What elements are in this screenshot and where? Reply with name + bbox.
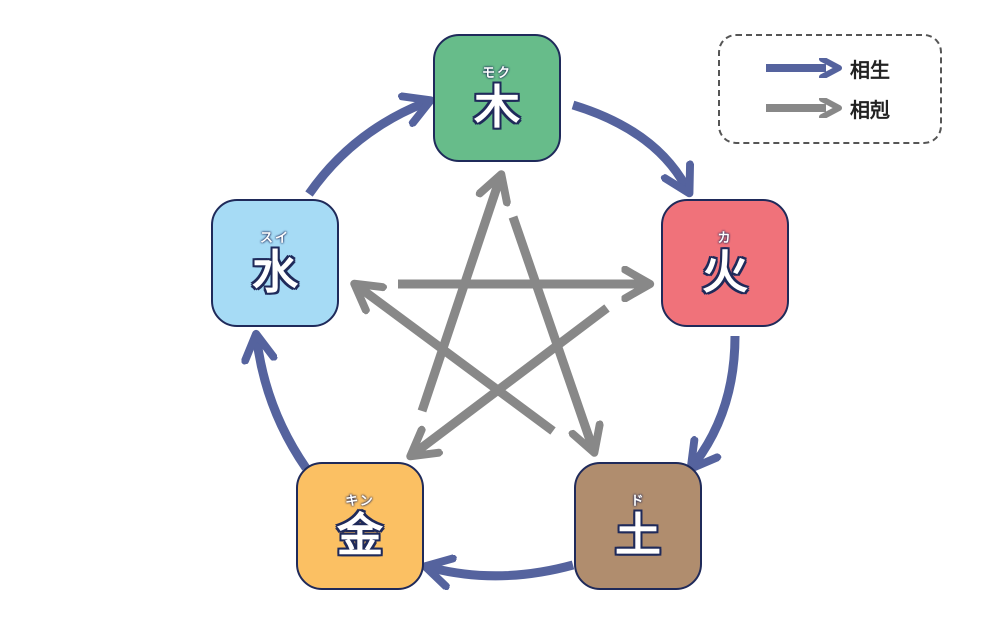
legend-label-overcoming: 相剋 [850,97,890,122]
kanji-water: 水 [252,244,298,299]
element-fire-box: カ 火 [661,199,789,327]
arrow-fire-to-earth [695,335,740,463]
kanji-fire: 火 [702,244,748,299]
legend: 相生 相剋 [718,34,942,144]
reading-wood: モク [481,65,512,81]
arrow-earth-to-water [360,288,556,435]
legend-arrow-generating [766,58,842,78]
arrow-earth-to-metal [432,565,575,576]
arrow-metal-to-water [257,341,310,471]
arrow-water-to-wood [305,103,424,197]
kanji-earth: 土 [615,507,661,562]
legend-item-generating: 相生 [764,53,890,83]
element-water-box: スイ 水 [211,199,339,327]
arrow-metal-to-wood [417,181,499,413]
kanji-metal: 金 [337,507,383,562]
element-wood-box: モク 木 [433,34,561,162]
arrow-wood-to-earth [508,215,592,446]
legend-item-overcoming: 相剋 [764,93,890,123]
arrow-wood-to-fire [571,100,686,187]
generating-arrows [257,100,740,576]
element-metal-box: キン 金 [296,462,424,590]
reading-metal: キン [345,493,375,509]
overcoming-arrows [360,181,643,452]
legend-arrow-overcoming [766,98,842,118]
arrow-fire-to-metal [416,304,610,452]
legend-label-generating: 相生 [850,57,890,82]
kanji-wood: 木 [474,79,520,134]
element-earth-box: ド 土 [574,462,702,590]
reading-water: スイ [259,230,290,246]
reading-fire: カ [717,230,733,246]
reading-earth: ド [630,493,646,509]
